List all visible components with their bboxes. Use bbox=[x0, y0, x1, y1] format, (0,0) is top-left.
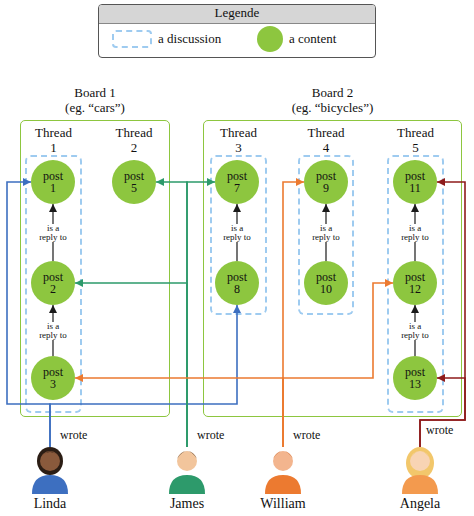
face bbox=[40, 451, 60, 471]
wrote-connector bbox=[50, 305, 237, 447]
hair bbox=[40, 452, 60, 459]
wrote-connector bbox=[156, 182, 187, 447]
edge-label: wrote bbox=[60, 428, 87, 442]
author-name: William bbox=[243, 496, 323, 512]
post-circle: post 5 bbox=[112, 160, 156, 204]
thread-heading: Thread 2 bbox=[114, 125, 154, 155]
author-node: Angela bbox=[390, 447, 450, 514]
board-title: (eg. “cars”) bbox=[1, 100, 189, 115]
post-label: post 12 bbox=[401, 271, 429, 295]
post-circle: post 7 bbox=[215, 160, 259, 204]
post-label: post 9 bbox=[312, 170, 340, 194]
hair bbox=[177, 451, 197, 459]
legend-text: a discussion bbox=[158, 31, 221, 47]
board-box: Board 1(eg. “cars”)Thread 1post 1post 2p… bbox=[20, 120, 170, 417]
edge-label: is a reply to bbox=[400, 322, 430, 340]
post-label: post 11 bbox=[401, 170, 429, 194]
edge-label: is a reply to bbox=[311, 224, 341, 242]
hair bbox=[406, 447, 434, 479]
post-circle: post 3 bbox=[31, 356, 75, 400]
hair bbox=[410, 451, 430, 459]
edge-label: is a reply to bbox=[38, 322, 68, 340]
author-name: Linda bbox=[10, 496, 90, 512]
board-title: Board 1 bbox=[1, 85, 189, 100]
wrote-connector bbox=[75, 378, 283, 447]
edge-label: is a reply to bbox=[400, 224, 430, 242]
post-circle: post 9 bbox=[304, 160, 348, 204]
legend-title: Legende bbox=[98, 4, 376, 22]
post-label: post 5 bbox=[120, 170, 148, 194]
board-box: Board 2(eg. “bicycles”)Thread 3post 7pos… bbox=[203, 120, 462, 417]
face bbox=[273, 451, 293, 471]
thread-heading: Thread 5 bbox=[396, 125, 436, 155]
board-title: (eg. “bicycles”) bbox=[184, 100, 474, 115]
author-name: James bbox=[147, 496, 227, 512]
shirt bbox=[265, 475, 301, 494]
post-circle: post 1 bbox=[31, 160, 75, 204]
post-label: post 2 bbox=[39, 271, 67, 295]
post-label: post 10 bbox=[312, 271, 340, 295]
wrote-connector bbox=[75, 283, 187, 447]
post-circle: post 2 bbox=[31, 261, 75, 305]
wrote-connector bbox=[7, 182, 50, 447]
board-title: Board 2 bbox=[184, 85, 474, 100]
post-circle: post 8 bbox=[215, 261, 259, 305]
post-circle: post 10 bbox=[304, 261, 348, 305]
thread-heading: Thread 3 bbox=[219, 125, 259, 155]
face bbox=[177, 451, 197, 471]
legend-swatch bbox=[257, 26, 283, 52]
author-node: James bbox=[157, 447, 217, 514]
edge-label: wrote bbox=[293, 428, 320, 442]
face bbox=[410, 451, 430, 471]
author-node: Linda bbox=[20, 447, 80, 514]
discussion-box: Thread 1post 1post 2post 3 bbox=[25, 155, 82, 413]
legend-text: a content bbox=[289, 31, 336, 47]
legend-dash-swatch bbox=[112, 30, 152, 48]
shirt bbox=[402, 475, 438, 494]
post-label: post 8 bbox=[223, 271, 251, 295]
post-label: post 3 bbox=[39, 366, 67, 390]
post-circle: post 13 bbox=[393, 356, 437, 400]
thread-heading: Thread 1 bbox=[34, 125, 74, 155]
board-heading: Board 2(eg. “bicycles”) bbox=[184, 85, 474, 115]
post-circle: post 12 bbox=[393, 261, 437, 305]
thread-heading: Thread 4 bbox=[306, 125, 346, 155]
shirt bbox=[32, 475, 68, 494]
discussion-box: Thread 5post 11post 12post 13 bbox=[387, 155, 444, 413]
edge-label: is a reply to bbox=[38, 224, 68, 242]
post-label: post 13 bbox=[401, 366, 429, 390]
post-circle: post 11 bbox=[393, 160, 437, 204]
author-node: William bbox=[253, 447, 313, 514]
post-label: post 7 bbox=[223, 170, 251, 194]
edge-label: wrote bbox=[197, 428, 224, 442]
hair bbox=[37, 447, 63, 475]
post-label: post 1 bbox=[39, 170, 67, 194]
edge-label: is a reply to bbox=[222, 224, 252, 242]
shirt bbox=[169, 475, 205, 494]
hair bbox=[273, 451, 293, 459]
edge-label: wrote bbox=[426, 423, 453, 437]
author-name: Angela bbox=[380, 496, 460, 512]
board-heading: Board 1(eg. “cars”) bbox=[1, 85, 189, 115]
